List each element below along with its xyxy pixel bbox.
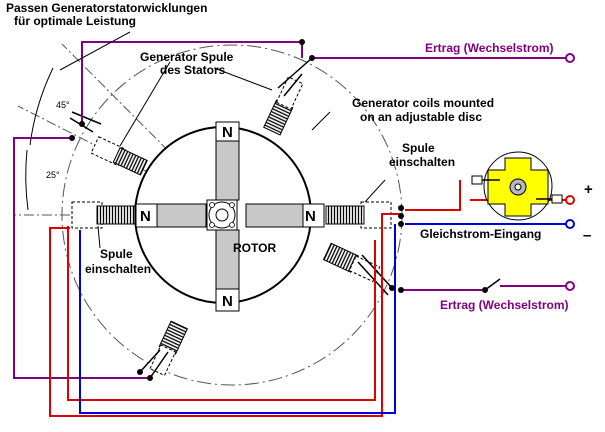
coil-switch-left-label-1: Spule [100,247,133,261]
stator-coil-upper-left [90,136,148,176]
ac-output-bottom-label: Ertrag (Wechselstrom) [440,298,568,312]
pointer-lines [59,31,386,249]
coil-switch-left-label-2: einschalten [85,262,151,276]
pole-top [215,121,240,142]
angle-45-label: 45° [56,100,70,110]
stator-coil-right [325,201,392,229]
pole-right-label: N [305,208,316,225]
coils-mounted-label-1: Generator coils mounted [352,96,494,110]
ac-output-top-label: Ertrag (Wechselstrom) [425,41,553,55]
coil-switch-right-label-2: einschalten [389,155,455,169]
pole-tips [135,121,325,312]
pole-left-label: N [140,208,151,225]
rotor-label: ROTOR [233,241,276,255]
dc-plus-sign: + [584,181,593,198]
coil-switch-right-label-1: Spule [402,141,435,155]
dc-negative-wiring [79,223,569,414]
stator-coil-top [263,76,304,136]
angle-arcs [25,67,54,211]
dc-minus-sign: – [583,227,591,244]
pole-left [135,203,158,228]
stator-coil-left [71,201,136,229]
open-terminals[interactable] [565,53,575,291]
commutator [471,151,563,221]
stator-coil-label-2: des Stators [160,63,226,77]
stator-coil-label-1: Generator Spule [140,50,234,64]
angle-25-label: 25° [46,170,60,180]
title-line-2: für optimale Leistung [14,14,136,28]
pole-top-label: N [222,124,233,141]
coil-leads [69,57,393,379]
stator-coil-bottom [149,320,189,377]
title-line-1: Passen Generatorstatorwicklungen [6,1,207,15]
pole-bottom [215,288,240,312]
ac-wiring [13,41,570,379]
dc-input-label: Gleichstrom-Eingang [420,227,541,241]
coils-mounted-label-2: on an adjustable disc [360,110,482,124]
pole-right [302,203,325,228]
ac-switch-blade[interactable] [484,278,501,291]
terminals [69,39,488,381]
rotor-hub [206,199,238,231]
pole-bottom-label: N [222,293,233,310]
